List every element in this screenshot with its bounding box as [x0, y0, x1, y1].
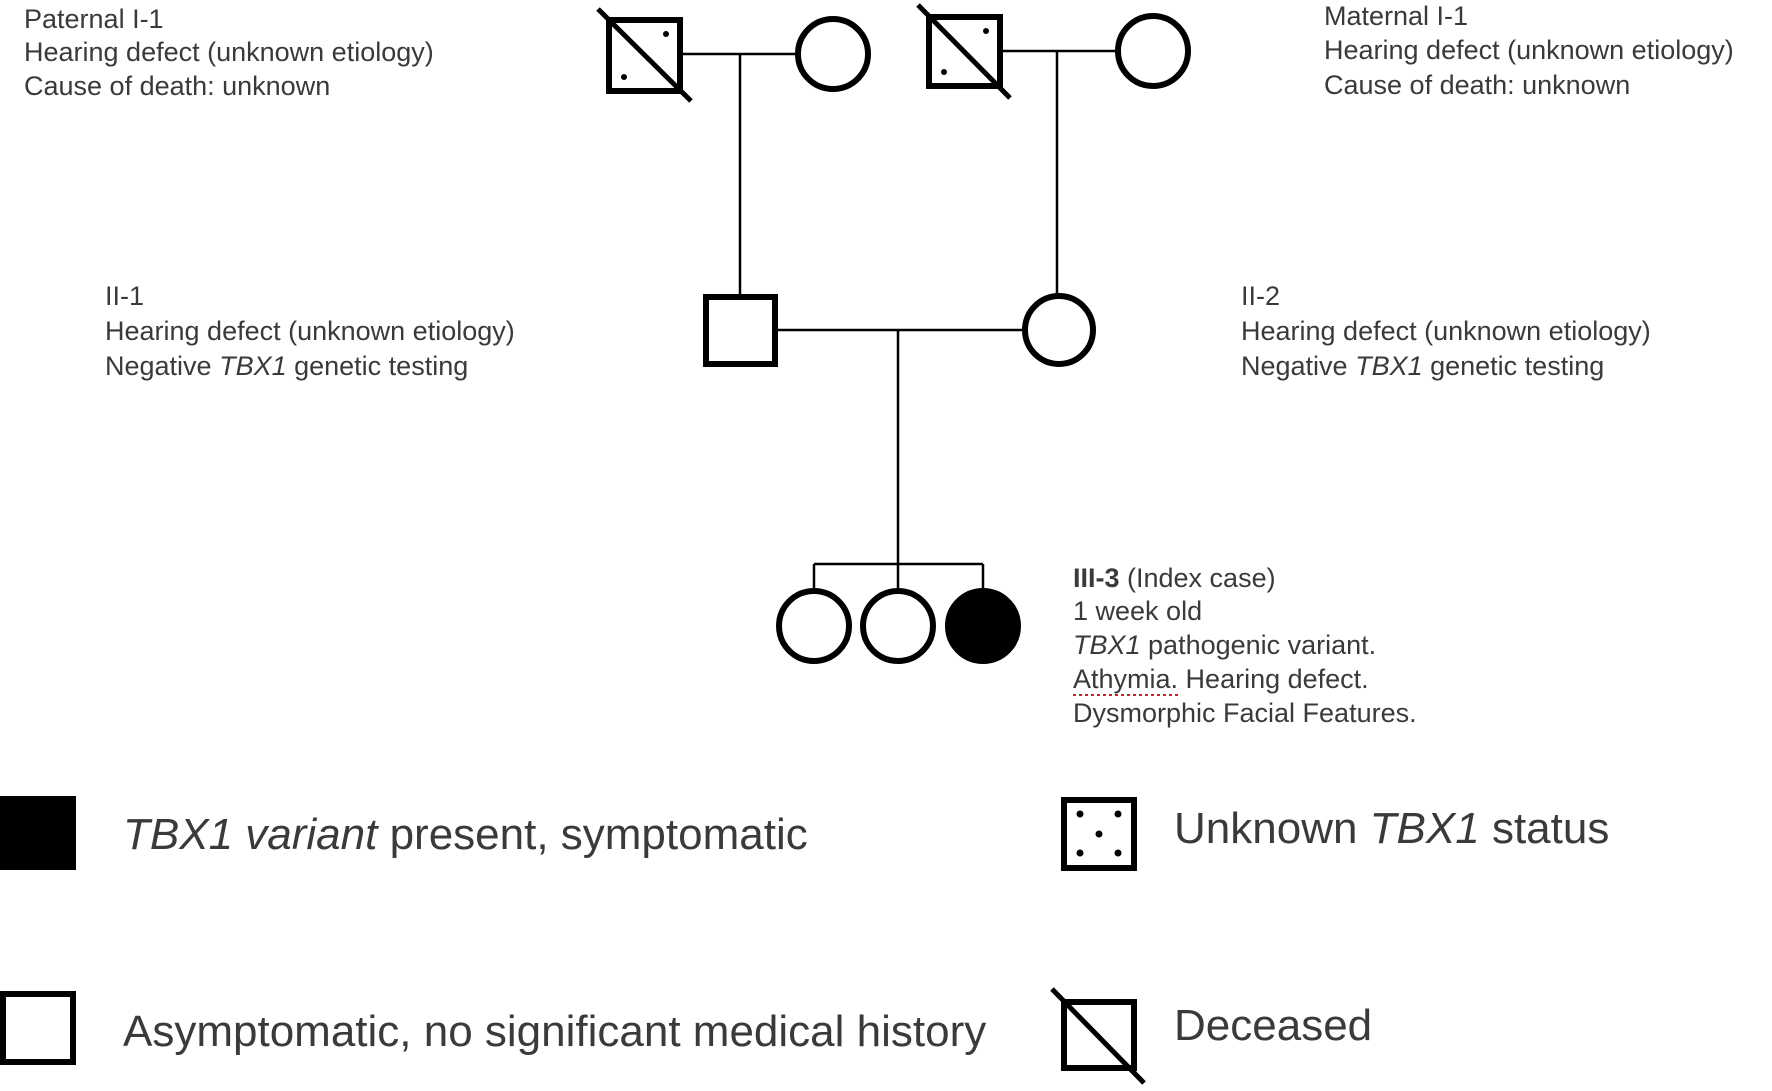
- legend-unknown: Unknown TBX1 status: [1061, 797, 1609, 871]
- paternal-grandfather-death: Cause of death: unknown: [24, 71, 330, 101]
- father-condition: Hearing defect (unknown etiology): [105, 316, 515, 346]
- unknown-status-dot: [983, 28, 989, 34]
- paternal-grandfather-notes: Paternal I-1 Hearing defect (unknown eti…: [24, 4, 434, 101]
- unknown-status-dot: [941, 69, 947, 75]
- maternal-grandfather-notes: Maternal I-1 Hearing defect (unknown eti…: [1324, 1, 1734, 100]
- index-case-label: III-3 (Index case): [1073, 563, 1276, 593]
- mother-symbol: [1022, 293, 1096, 367]
- legend-affected-symbol: [0, 796, 76, 870]
- father-symbol: [703, 294, 778, 367]
- mother-notes: II-2 Hearing defect (unknown etiology) N…: [1241, 281, 1651, 381]
- legend-unaffected: Asymptomatic, no significant medical his…: [0, 991, 986, 1065]
- index-case-dysmorphic: Dysmorphic Facial Features.: [1073, 698, 1417, 728]
- legend-unaffected-text: Asymptomatic, no significant medical his…: [123, 1007, 986, 1056]
- maternal-grandfather-condition: Hearing defect (unknown etiology): [1324, 35, 1734, 65]
- father-label: II-1: [105, 281, 144, 311]
- sibling-2-symbol: [860, 588, 936, 664]
- deceased-slash: [596, 7, 693, 103]
- maternal-grandmother-symbol: [1115, 13, 1191, 89]
- mother-label: II-2: [1241, 281, 1280, 311]
- legend-affected: TBX1 variant present, symptomatic: [0, 796, 808, 870]
- paternal-grandfather-condition: Hearing defect (unknown etiology): [24, 37, 434, 67]
- athymia-word: Athymia: [1073, 664, 1172, 694]
- index-case-findings: Athymia. Hearing defect.: [1073, 664, 1369, 694]
- father-notes: II-1 Hearing defect (unknown etiology) N…: [105, 281, 515, 381]
- pedigree-lines: [680, 49, 1118, 590]
- paternal-grandfather-symbol: [596, 7, 693, 103]
- paternal-grandfather-label: Paternal I-1: [24, 4, 164, 34]
- unknown-status-dot: [663, 31, 669, 37]
- legend: TBX1 variant present, symptomatic Unknow…: [0, 796, 1609, 1085]
- gene-name: TBX1: [1073, 630, 1141, 660]
- index-case-symbol: [945, 588, 1021, 664]
- gene-name: TBX1: [219, 351, 287, 381]
- index-case-notes: III-3 (Index case) 1 week old TBX1 patho…: [1073, 563, 1417, 728]
- maternal-grandfather-death: Cause of death: unknown: [1324, 70, 1630, 100]
- maternal-grandfather-label: Maternal I-1: [1324, 1, 1468, 31]
- index-case-variant: TBX1 pathogenic variant.: [1073, 630, 1376, 660]
- gene-name: TBX1: [1355, 351, 1423, 381]
- legend-deceased: Deceased: [1050, 987, 1372, 1085]
- deceased-slash: [916, 3, 1012, 100]
- legend-unknown-symbol: [1061, 797, 1137, 871]
- legend-deceased-text: Deceased: [1174, 1001, 1372, 1050]
- index-case-age: 1 week old: [1073, 596, 1202, 626]
- mother-condition: Hearing defect (unknown etiology): [1241, 316, 1651, 346]
- father-testing: Negative TBX1 genetic testing: [105, 351, 468, 381]
- deceased-slash: [1050, 987, 1146, 1085]
- legend-affected-text: TBX1 variant present, symptomatic: [123, 810, 808, 859]
- unknown-status-dot: [621, 74, 627, 80]
- maternal-grandfather-symbol: [916, 3, 1012, 100]
- mother-testing: Negative TBX1 genetic testing: [1241, 351, 1604, 381]
- legend-unknown-text: Unknown TBX1 status: [1174, 804, 1609, 853]
- paternal-grandmother-symbol: [795, 16, 871, 92]
- legend-unaffected-symbol: [0, 991, 76, 1065]
- sibling-1-symbol: [776, 588, 852, 664]
